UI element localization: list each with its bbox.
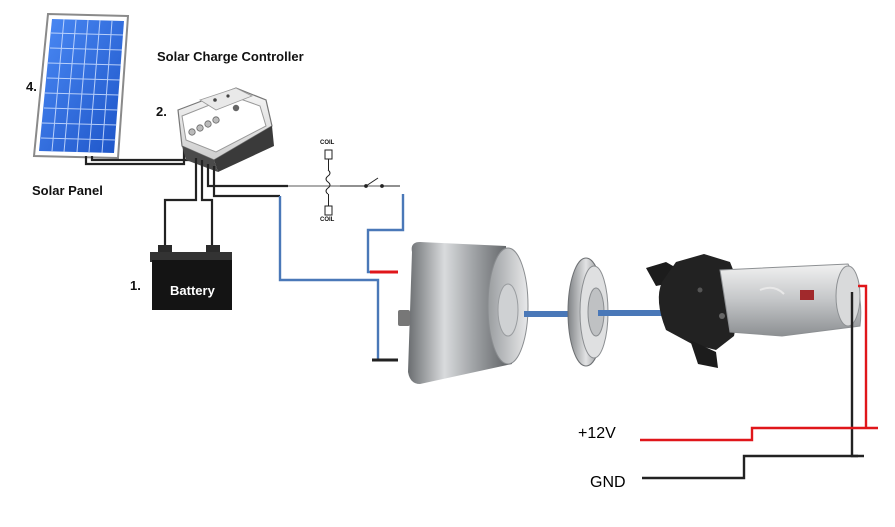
coil-bottom-label: COIL	[320, 217, 335, 223]
battery	[150, 245, 232, 310]
motor-shaft	[524, 311, 576, 317]
controller-label: Solar Charge Controller	[157, 49, 304, 64]
gnd-label: GND	[590, 474, 626, 491]
motor-blue-wires	[278, 194, 405, 362]
charge-controller	[177, 87, 274, 172]
solar-panel-label: Solar Panel	[32, 183, 103, 198]
water-pump	[646, 254, 862, 368]
dc-motor	[398, 242, 529, 384]
gnd-rail	[642, 454, 864, 480]
controller-output-wires	[206, 164, 288, 198]
coil-top-label: COIL	[320, 140, 335, 146]
solar-panel-number: 4.	[26, 79, 37, 94]
plus12v-label: +12V	[578, 425, 616, 442]
controller-to-battery-wires	[163, 158, 214, 250]
plus12v-rail	[640, 426, 878, 442]
battery-number: 1.	[130, 278, 141, 293]
battery-label: Battery	[170, 283, 215, 298]
solar-panel	[32, 12, 130, 160]
controller-number: 2.	[156, 104, 167, 119]
pump-shaft	[598, 310, 664, 316]
relay-coil-switch	[324, 149, 400, 216]
